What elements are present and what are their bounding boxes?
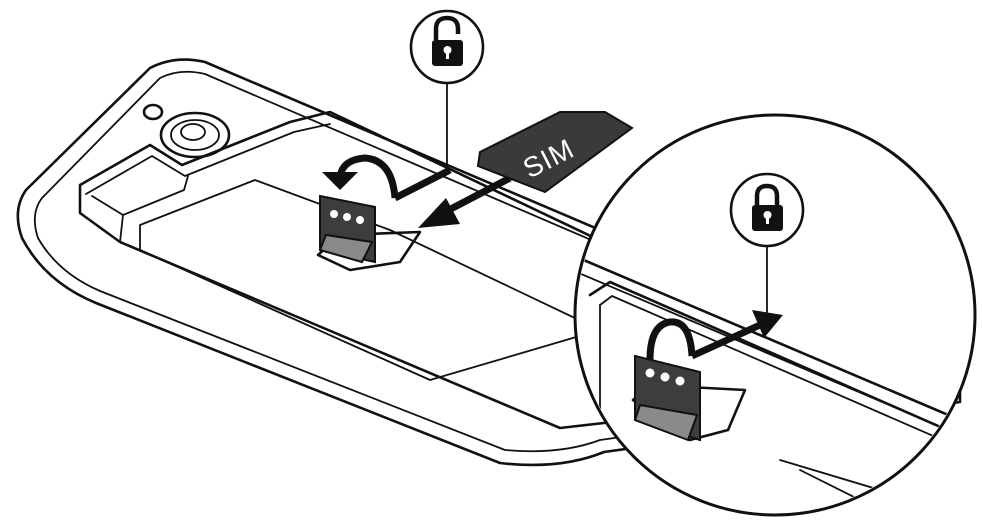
unlock-arrow — [322, 154, 452, 202]
zoom-detail — [573, 113, 977, 517]
sim-holder — [316, 194, 422, 272]
flash-led — [142, 103, 164, 121]
open-lock-callout — [409, 9, 485, 169]
lock-arrow — [646, 310, 783, 361]
lock-closed-icon — [752, 183, 783, 231]
zoom-sim-holder — [631, 354, 747, 442]
lock-open-icon — [432, 15, 463, 66]
closed-lock-callout — [729, 172, 805, 321]
camera-lens — [159, 111, 231, 159]
insert-arrow — [418, 174, 512, 228]
